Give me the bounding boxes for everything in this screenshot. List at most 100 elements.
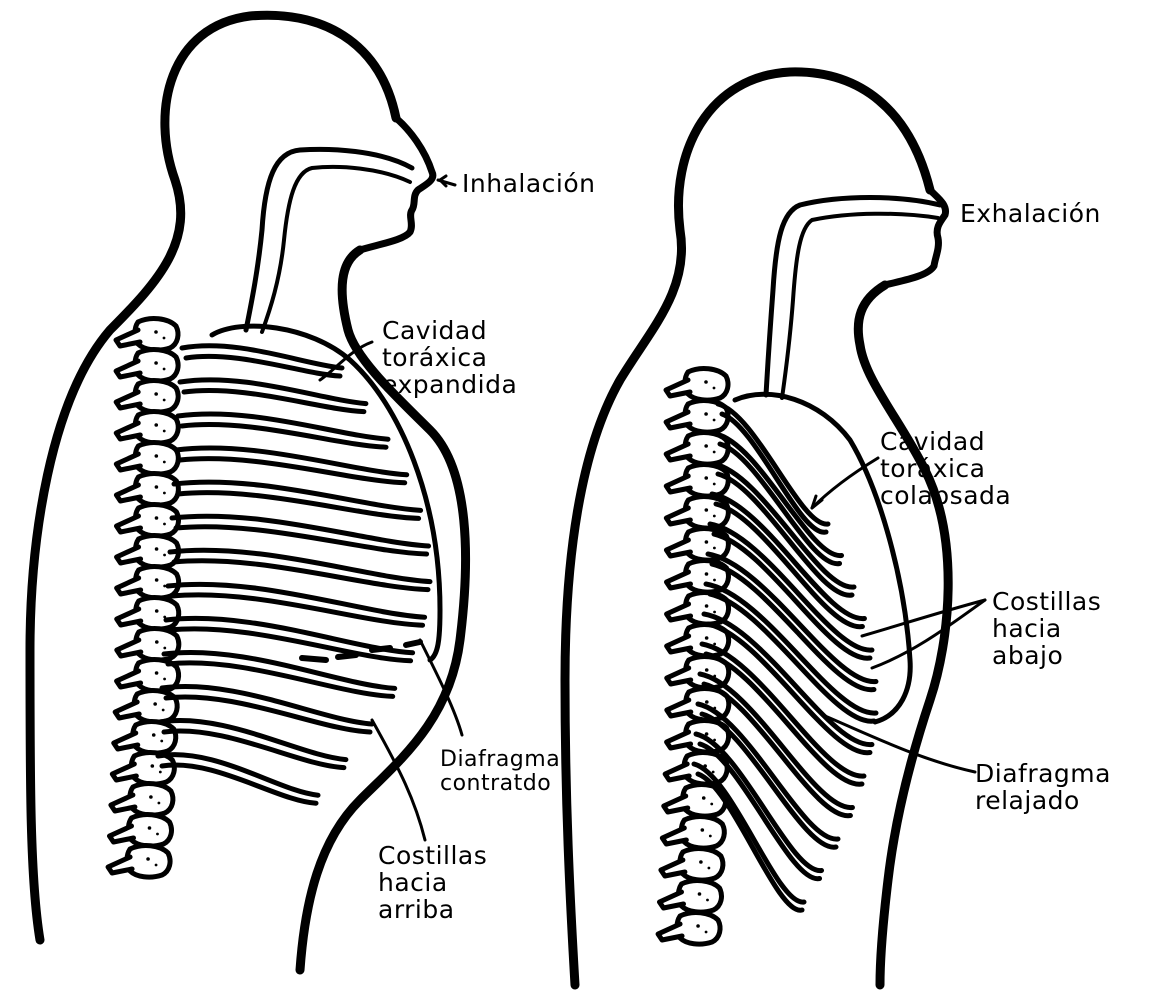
rib (168, 663, 393, 696)
spinous-process (667, 700, 691, 716)
vertebra-dot (702, 796, 706, 800)
vertebra-dot (163, 399, 166, 402)
spinous-process (666, 412, 690, 428)
vertebra-dot (163, 554, 166, 557)
vertebra-dot (163, 678, 166, 681)
vertebra-dot (710, 803, 713, 806)
rib (164, 652, 395, 688)
spinous-process (112, 764, 136, 780)
vertebra-dot (701, 828, 705, 832)
vertebra-dot (708, 867, 711, 870)
vertebra (685, 497, 728, 529)
vertebra-dot (705, 636, 709, 640)
vertebra-dot (704, 444, 708, 448)
spinous-process (117, 640, 141, 656)
vertebra-dot (155, 609, 159, 613)
vertebra-dot (160, 740, 163, 743)
vertebra-dot (705, 572, 709, 576)
label-exhalation: Exhalación (960, 200, 1101, 227)
spinous-process (666, 572, 690, 588)
vertebra-dot (163, 523, 166, 526)
rib (172, 516, 429, 546)
spinous-process (666, 476, 690, 492)
vertebra-dot (713, 483, 716, 486)
spinous-process (666, 380, 690, 396)
label-inhalation: Inhalación (462, 170, 595, 197)
spinous-process (116, 423, 140, 439)
rib (158, 755, 318, 796)
vertebra-dot (155, 516, 159, 520)
vertebra (685, 369, 728, 401)
vertebra-dot (713, 387, 716, 390)
vertebra-dot (705, 931, 708, 934)
vertebra-dot (163, 368, 166, 371)
vertebra-dot (163, 461, 166, 464)
spinous-process (117, 547, 141, 563)
vertebra-dot (696, 924, 700, 928)
left-trachea-inner (262, 167, 410, 332)
vertebra-dot (709, 835, 712, 838)
vertebra (135, 443, 178, 475)
vertebra (135, 474, 178, 506)
vertebra-dot (704, 380, 708, 384)
vertebra-dot (705, 508, 709, 512)
spinous-process (662, 828, 686, 844)
vertebra (136, 598, 179, 630)
vertebra-dot (159, 771, 162, 774)
rib (168, 584, 425, 617)
vertebra (127, 846, 170, 878)
label-right-ribs: Costillas hacia abajo (992, 588, 1101, 669)
vertebra-dot (705, 604, 709, 608)
spinous-process (115, 702, 139, 718)
vertebra-dot (149, 795, 153, 799)
rib (164, 731, 344, 768)
vertebra-dot (163, 430, 166, 433)
vertebra-dot (705, 668, 709, 672)
vertebra-dot (713, 451, 716, 454)
spinous-process (116, 392, 140, 408)
vertebra (678, 881, 721, 913)
vertebra (136, 567, 179, 599)
rib (176, 448, 407, 475)
vertebra (681, 817, 724, 849)
spinous-process (114, 733, 138, 749)
vertebra-dot (705, 700, 709, 704)
label-right-diaphragm: Diafragma relajado (975, 760, 1111, 814)
spinous-process (667, 732, 691, 748)
vertebra-dot (713, 611, 716, 614)
left-ribs (158, 346, 430, 803)
vertebra (135, 381, 178, 413)
spinous-process (117, 671, 141, 687)
vertebra-dot (155, 864, 158, 867)
label-left-diaphragm: Diafragma contratdo (440, 748, 560, 796)
vertebra-dot (163, 337, 166, 340)
vertebra-dot (699, 860, 703, 864)
vertebra-dot (698, 892, 702, 896)
spinous-process (667, 604, 691, 620)
vertebra-dot (162, 709, 165, 712)
spinous-process (109, 826, 133, 842)
vertebra-dot (163, 647, 166, 650)
vertebra-dot (151, 764, 155, 768)
vertebra (685, 465, 728, 497)
spinous-process (666, 508, 690, 524)
vertebra-dot (713, 579, 716, 582)
vertebra-dot (163, 492, 166, 495)
vertebra-dot (148, 826, 152, 830)
vertebra-dot (155, 578, 159, 582)
spinous-process (116, 330, 140, 346)
left-spine (108, 319, 179, 878)
spinous-process (116, 485, 140, 501)
vertebra-dot (153, 702, 157, 706)
spinous-process (667, 636, 691, 652)
spinous-process (666, 540, 690, 556)
vertebra-dot (154, 361, 158, 365)
vertebra-dot (155, 547, 159, 551)
rib (166, 618, 413, 652)
label-right-cavity: Cavidad toráxica colapsada (880, 428, 1011, 509)
vertebra-dot (155, 454, 159, 458)
rib (174, 482, 421, 510)
rib (170, 550, 430, 581)
vertebra-dot (155, 640, 159, 644)
